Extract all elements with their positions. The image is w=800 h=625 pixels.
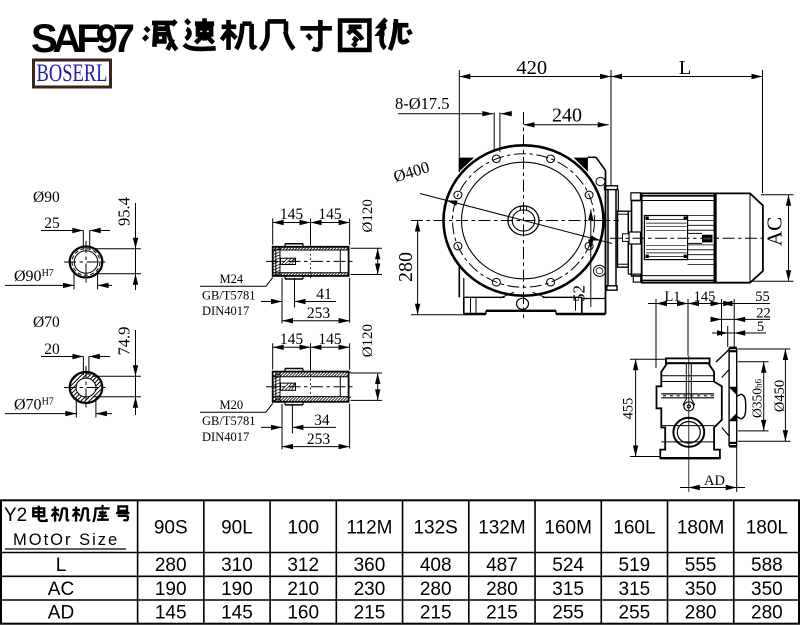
svg-text:DIN4017: DIN4017: [202, 304, 249, 318]
svg-text:350: 350: [751, 579, 783, 600]
svg-text:315: 315: [552, 579, 584, 600]
svg-text:52: 52: [570, 285, 589, 302]
svg-text:GB/T5781: GB/T5781: [202, 288, 255, 302]
svg-text:Ø70: Ø70: [33, 314, 60, 331]
svg-text:312: 312: [287, 555, 319, 576]
svg-text:AD: AD: [48, 603, 74, 624]
svg-text:455: 455: [621, 398, 637, 420]
svg-text:L: L: [679, 57, 692, 79]
svg-text:280: 280: [685, 603, 717, 624]
svg-text:280: 280: [420, 579, 452, 600]
svg-text:95.4: 95.4: [115, 197, 134, 226]
svg-text:588: 588: [751, 555, 783, 576]
svg-text:215: 215: [420, 603, 452, 624]
svg-text:230: 230: [354, 579, 386, 600]
svg-text:Ø450: Ø450: [772, 380, 788, 412]
svg-text:L: L: [56, 555, 67, 576]
svg-text:Ø120: Ø120: [360, 324, 376, 357]
svg-text:555: 555: [685, 555, 717, 576]
svg-text:180L: 180L: [746, 518, 788, 539]
svg-text:25: 25: [44, 215, 60, 232]
svg-text:253: 253: [307, 305, 331, 322]
svg-text:90L: 90L: [221, 518, 253, 539]
svg-text:215: 215: [486, 603, 518, 624]
svg-text:420: 420: [516, 57, 547, 79]
svg-text:AD: AD: [704, 473, 725, 489]
svg-text:AC: AC: [763, 217, 787, 246]
svg-text:519: 519: [619, 555, 651, 576]
svg-text:160L: 160L: [613, 518, 655, 539]
svg-text:AC: AC: [48, 579, 74, 600]
svg-text:145: 145: [694, 289, 716, 305]
svg-text:160M: 160M: [544, 518, 592, 539]
svg-text:350: 350: [685, 579, 717, 600]
svg-text:BOSERL: BOSERL: [37, 60, 108, 87]
svg-text:360: 360: [354, 555, 386, 576]
svg-text:M24: M24: [220, 272, 244, 286]
svg-text:SAF97: SAF97: [31, 17, 135, 61]
svg-text:Ø70H7: Ø70H7: [14, 397, 54, 414]
svg-text:145: 145: [280, 331, 304, 348]
svg-text:55: 55: [755, 289, 770, 305]
svg-text:90S: 90S: [154, 518, 188, 539]
svg-text:100: 100: [287, 518, 319, 539]
svg-text:34: 34: [314, 412, 330, 429]
svg-text:280: 280: [155, 555, 187, 576]
svg-text:Ø90H7: Ø90H7: [14, 268, 54, 285]
svg-text:132M: 132M: [478, 518, 526, 539]
svg-text:132S: 132S: [413, 518, 457, 539]
svg-text:112M: 112M: [346, 518, 392, 539]
svg-text:487: 487: [486, 555, 518, 576]
svg-text:524: 524: [552, 555, 584, 576]
svg-text:20: 20: [44, 341, 60, 358]
svg-text:GB/T5781: GB/T5781: [202, 414, 255, 428]
svg-text:22: 22: [756, 306, 771, 322]
svg-text:280: 280: [486, 579, 518, 600]
svg-text:MOtOr Size: MOtOr Size: [13, 531, 119, 549]
svg-text:408: 408: [420, 555, 452, 576]
svg-text:145: 145: [221, 603, 253, 624]
svg-text:310: 310: [221, 555, 253, 576]
svg-text:253: 253: [307, 431, 331, 448]
svg-text:190: 190: [155, 579, 187, 600]
svg-text:Ø120: Ø120: [360, 199, 376, 232]
svg-text:210: 210: [287, 579, 319, 600]
svg-text:160: 160: [287, 603, 319, 624]
svg-text:L1: L1: [664, 289, 680, 305]
svg-text:280: 280: [751, 603, 783, 624]
svg-text:145: 145: [155, 603, 187, 624]
svg-text:240: 240: [552, 105, 582, 127]
svg-text:255: 255: [552, 603, 584, 624]
svg-text:5: 5: [757, 319, 764, 335]
svg-text:Y2: Y2: [4, 505, 27, 526]
svg-text:215: 215: [354, 603, 386, 624]
svg-text:74.9: 74.9: [115, 327, 134, 356]
svg-text:41: 41: [316, 286, 332, 303]
svg-text:180M: 180M: [677, 518, 725, 539]
svg-text:145: 145: [318, 331, 342, 348]
svg-text:Ø400: Ø400: [391, 157, 432, 186]
svg-text:190: 190: [221, 579, 253, 600]
svg-text:280: 280: [395, 252, 417, 282]
svg-text:8-Ø17.5: 8-Ø17.5: [395, 94, 450, 113]
svg-text:145: 145: [280, 206, 304, 223]
svg-text:Ø350h6: Ø350h6: [750, 379, 765, 419]
svg-text:M20: M20: [220, 398, 244, 412]
svg-text:315: 315: [619, 579, 651, 600]
svg-text:145: 145: [318, 206, 342, 223]
svg-text:Ø90: Ø90: [33, 189, 60, 206]
svg-text:255: 255: [619, 603, 651, 624]
svg-text:DIN4017: DIN4017: [202, 430, 249, 444]
